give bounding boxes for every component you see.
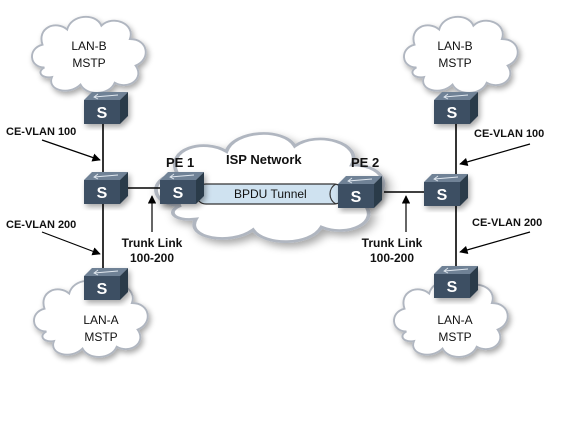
switch-letter-icon: S xyxy=(173,185,184,202)
switch-letter-icon: S xyxy=(351,189,362,206)
switch-letter-icon: S xyxy=(437,187,448,204)
lan-b-left-protocol: MSTP xyxy=(72,56,106,70)
trunk-link-left-label: Trunk Link 100-200 xyxy=(112,236,192,266)
switch-letter-icon: S xyxy=(97,105,108,122)
lan-a-left-name: LAN-A xyxy=(83,313,119,327)
lan-a-right-protocol: MSTP xyxy=(438,330,472,344)
lan-b-right-protocol: MSTP xyxy=(438,56,472,70)
switch-ce-right: S xyxy=(424,174,468,206)
ce-vlan-100-right-label: CE-VLAN 100 xyxy=(474,128,545,140)
annotation-arrows xyxy=(41,139,531,256)
arrow-ce-vlan-200-right xyxy=(459,231,531,254)
switch-lan-a-right: S xyxy=(434,266,478,298)
trunk-link-right-label: Trunk Link 100-200 xyxy=(352,236,432,266)
lan-b-left-name: LAN-B xyxy=(71,39,107,53)
trunk-link-left-range: 100-200 xyxy=(129,251,175,265)
arrow-ce-vlan-100-right xyxy=(459,143,531,166)
switch-lan-a-left: S xyxy=(84,268,128,300)
lan-a-left-label: LAN-A MSTP xyxy=(74,312,128,346)
ce-vlan-100-left-label: CE-VLAN 100 xyxy=(6,126,77,138)
pe1-label: PE 1 xyxy=(166,155,195,170)
switch-letter-icon: S xyxy=(97,281,108,298)
pe2-label: PE 2 xyxy=(351,155,380,170)
arrow-ce-vlan-100-left xyxy=(41,139,101,162)
lan-b-right-label: LAN-B MSTP xyxy=(428,38,482,72)
bpdu-tunnel-label: BPDU Tunnel xyxy=(234,187,307,201)
lan-b-right-name: LAN-B xyxy=(437,39,473,53)
lan-a-right-name: LAN-A xyxy=(437,313,473,327)
switch-pe1: S xyxy=(160,172,204,204)
trunk-link-right-name: Trunk Link xyxy=(361,236,423,250)
lan-a-right-label: LAN-A MSTP xyxy=(428,312,482,346)
arrow-ce-vlan-200-left xyxy=(41,231,101,256)
isp-network-label: ISP Network xyxy=(226,152,302,167)
switch-letter-icon: S xyxy=(97,185,108,202)
lan-a-left-protocol: MSTP xyxy=(84,330,118,344)
switch-pe2: S xyxy=(338,176,382,208)
switch-letter-icon: S xyxy=(447,279,458,296)
switch-ce-left: S xyxy=(84,172,128,204)
ce-vlan-200-left-label: CE-VLAN 200 xyxy=(6,219,77,231)
switch-lan-b-left: S xyxy=(84,92,128,124)
trunk-link-left-name: Trunk Link xyxy=(121,236,183,250)
lan-b-left-label: LAN-B MSTP xyxy=(62,38,116,72)
switch-lan-b-right: S xyxy=(434,92,478,124)
trunk-link-right-range: 100-200 xyxy=(369,251,415,265)
network-links xyxy=(102,118,457,270)
ce-vlan-200-right-label: CE-VLAN 200 xyxy=(472,217,543,229)
switch-letter-icon: S xyxy=(447,105,458,122)
